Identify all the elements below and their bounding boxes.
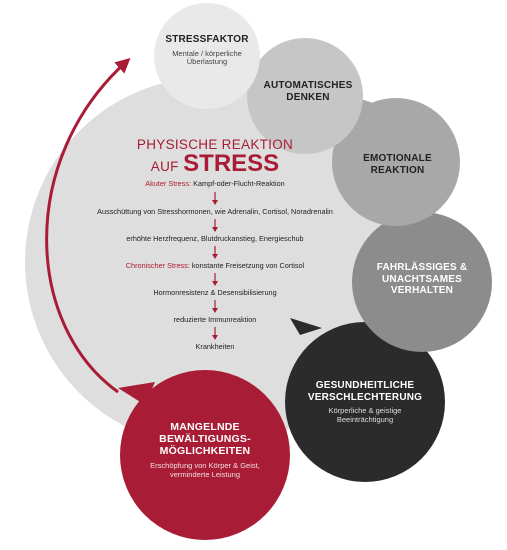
down-arrow-icon [212, 246, 218, 259]
down-arrow-icon [212, 273, 218, 286]
flow-step: reduzierte Immunreaktion [90, 315, 340, 324]
flow-step-text: Hormonresistenz & Desensibilisierung [153, 288, 277, 297]
emotionale-reaktion-title: EMOTIONALE REAKTION [363, 153, 432, 176]
flow-step-text: reduzierte Immunreaktion [173, 315, 257, 324]
cycle-node-emotional-shape [332, 98, 460, 226]
cycle-node-stressfaktor: STRESSFAKTOR Mentale / körperliche Überl… [152, 34, 262, 67]
flow-step: Akuter Stress: Kampf-oder-Flucht-Reaktio… [90, 179, 340, 188]
automatisches-denken-title: AUTOMATISCHES DENKEN [263, 80, 353, 103]
cycle-node-emotionale-reaktion: EMOTIONALE REAKTION [340, 153, 455, 176]
cycle-node-gesundheitlich-shape [285, 318, 445, 482]
fahrlaessiges-verhalten-title: FAHRLÄSSIGES & UNACHTSAMES VERHALTEN [376, 262, 468, 296]
stressfaktor-title: STRESSFAKTOR [165, 34, 249, 45]
gesundheitliche-verschlechterung-subtitle: Körperliche & geistige Beeinträchtigung [328, 406, 402, 424]
cycle-node-automatisches-denken: AUTOMATISCHES DENKEN [248, 80, 368, 103]
stressfaktor-subtitle: Mentale / körperliche Überlastung [172, 48, 242, 67]
flow-step: Ausschüttung von Stresshormonen, wie Adr… [90, 207, 340, 216]
cycle-node-gesundheitliche-verschlechterung: GESUNDHEITLICHE VERSCHLECHTERUNG Körperl… [295, 380, 435, 424]
center-title-line1: PHYSISCHE REAKTION [136, 137, 294, 152]
center-title-stress: STRESS [183, 150, 280, 177]
flow-step-text: konstante Freisetzung von Cortisol [189, 261, 305, 270]
down-arrow-icon [212, 192, 218, 205]
cycle-return-arrow [45, 57, 131, 394]
flow-step: Krankheiten [90, 342, 340, 351]
flow-step: Hormonresistenz & Desensibilisierung [90, 288, 340, 297]
flow-step-highlight: Akuter Stress: [145, 179, 192, 188]
cycle-node-mangelnde-bewaeltigung: MANGELNDE BEWÄLTIGUNGS- MÖGLICHKEITEN Er… [130, 421, 280, 479]
cycle-node-mangelnde-shape [118, 370, 290, 540]
flow-step: erhöhte Herzfrequenz, Blutdruckanstieg, … [90, 234, 340, 243]
center-title: PHYSISCHE REAKTION AUF STRESS [100, 137, 330, 176]
flow-step-text: Krankheiten [195, 342, 235, 351]
flow-step-text: erhöhte Herzfrequenz, Blutdruckanstieg, … [126, 234, 304, 243]
center-title-auf: AUF [150, 159, 179, 174]
down-arrow-icon [212, 327, 218, 340]
flow-step-text: Kampf-oder-Flucht-Reaktion [191, 179, 285, 188]
down-arrow-icon [212, 300, 218, 313]
gesundheitliche-verschlechterung-title: GESUNDHEITLICHE VERSCHLECHTERUNG [307, 380, 423, 403]
flow-step-highlight: Chronischer Stress: [125, 261, 190, 270]
cycle-node-stressfaktor-shape [154, 3, 260, 109]
cycle-node-automatisch-shape [247, 38, 363, 154]
mangelnde-bewaeltigung-subtitle: Erschöpfung von Körper & Geist, verminde… [150, 461, 260, 479]
cycle-node-fahrlaessiges-verhalten: FAHRLÄSSIGES & UNACHTSAMES VERHALTEN [357, 262, 487, 297]
down-arrow-icon [212, 219, 218, 232]
flow-step: Chronischer Stress: konstante Freisetzun… [90, 261, 340, 270]
mangelnde-bewaeltigung-title: MANGELNDE BEWÄLTIGUNGS- MÖGLICHKEITEN [159, 421, 251, 458]
flow-step-text: Ausschüttung von Stresshormonen, wie Adr… [97, 207, 333, 216]
